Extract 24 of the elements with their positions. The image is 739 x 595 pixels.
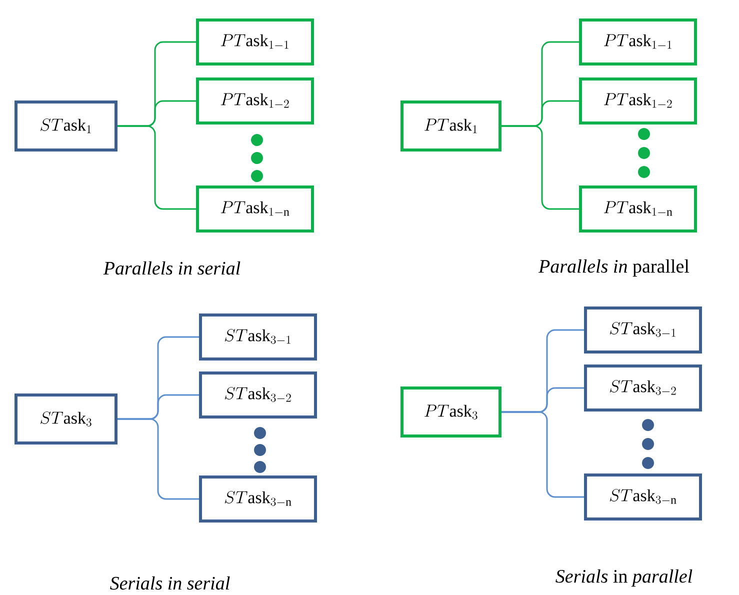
task-box: $PT\mathrm{ask}_{1-\mathrm{n}}$ [196,186,314,232]
task-box: $ST\mathrm{ask}_{3-2}$ [199,372,317,418]
task-box: $ST\mathrm{ask}_{3-\mathrm{n}}$ [584,474,702,520]
brace-connector [118,418,199,500]
task-box: $PT\mathrm{ask}_{1-1}$ [196,18,314,66]
task-box: $PT\mathrm{ask}_{3}$ [400,386,502,438]
task-box: $PT\mathrm{ask}_{1-1}$ [579,18,697,66]
brace-connector [502,411,584,498]
brace-connector [118,125,196,210]
task-box: $PT\mathrm{ask}_{1-\mathrm{n}}$ [579,186,697,232]
panel-caption: Serials in serial [110,576,230,590]
task-box: $PT\mathrm{ask}_{1-2}$ [579,78,697,124]
task-box: $ST\mathrm{ask}_{3-2}$ [584,364,702,412]
task-box: $ST\mathrm{ask}_{3}$ [14,394,118,444]
panel-caption: Parallels in parallel [538,259,690,277]
task-box: $PT\mathrm{ask}_{1-2}$ [196,78,314,124]
task-box: $ST\mathrm{ask}_{1}$ [14,100,118,152]
brace-connector [502,125,579,210]
panel-caption: Serials in parallel [556,569,692,587]
panel-caption: Parallels in serial [103,261,240,275]
task-box: $ST\mathrm{ask}_{3-1}$ [199,314,317,360]
task-box: $PT\mathrm{ask}_{1}$ [400,100,502,152]
task-box: $ST\mathrm{ask}_{3-1}$ [584,306,702,354]
task-box: $ST\mathrm{ask}_{3-\mathrm{n}}$ [199,476,317,522]
